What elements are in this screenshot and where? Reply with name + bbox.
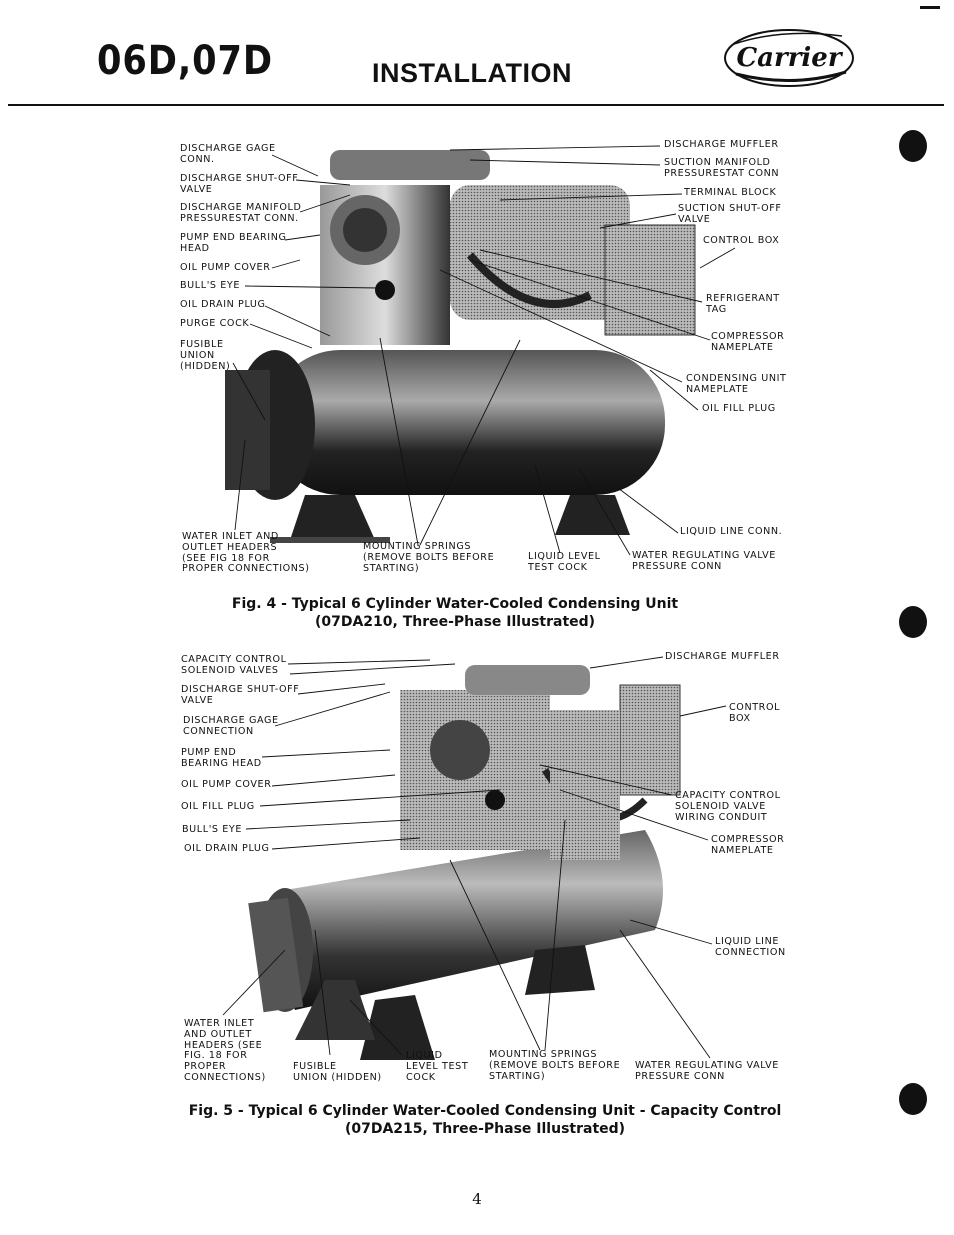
- margin-dot: [899, 1083, 927, 1115]
- fig4-label-compressor-nameplate: Compressor nameplate: [711, 331, 785, 353]
- fig4-label-discharge-muffler: Discharge muffler: [664, 139, 779, 150]
- fig4-label-mounting-springs: Mounting springs (remove bolts before st…: [363, 541, 495, 574]
- fig4-label-terminal-block: Terminal block: [684, 187, 777, 198]
- corner-mark: [920, 6, 940, 9]
- margin-dot: [899, 606, 927, 638]
- fig5-label-bulls-eye: Bull's eye: [182, 824, 243, 835]
- fig4-label-oil-pump-cover: Oil pump cover: [180, 262, 271, 273]
- fig4-label-fusible-union: Fusible union (hidden): [180, 339, 231, 372]
- figure5-photo: [175, 650, 805, 1090]
- fig5-label-water-headers: Water inlet and outlet headers (see fig.…: [184, 1018, 266, 1083]
- fig5-label-liquid-level-test-cock: Liquid level test cock: [406, 1050, 469, 1083]
- fig5-label-oil-drain-plug: Oil drain plug: [184, 843, 270, 854]
- fig5-label-capacity-control-solenoid-valves: Capacity control solenoid valves: [181, 654, 287, 676]
- fig4-label-suction-shutoff-valve: Suction shut-off valve: [678, 203, 782, 225]
- fig5-label-oil-pump-cover: Oil pump cover: [181, 779, 272, 790]
- fig5-label-compressor-nameplate: Compressor nameplate: [711, 834, 785, 856]
- fig5-label-mounting-springs: Mounting springs (remove bolts before st…: [489, 1049, 621, 1082]
- header-rule: [8, 104, 944, 106]
- fig4-label-purge-cock: Purge cock: [180, 318, 250, 329]
- figure4-photo: [170, 125, 810, 590]
- fig4-label-liquid-line-conn: Liquid line conn.: [680, 526, 783, 537]
- fig4-label-water-headers: Water inlet and outlet headers (see fig …: [182, 531, 310, 575]
- fig4-label-condensing-unit-nameplate: Condensing unit nameplate: [686, 373, 787, 395]
- logo-wordmark: Carrier: [736, 43, 843, 73]
- fig4-label-discharge-shutoff-valve: Discharge shut-off valve: [180, 173, 299, 195]
- fig5-label-oil-fill-plug: Oil fill plug: [181, 801, 255, 812]
- fig4-label-water-regulating-valve: Water regulating valve pressure conn: [632, 550, 776, 572]
- fig5-label-discharge-shutoff-valve: Discharge shut-off valve: [181, 684, 300, 706]
- fig4-label-discharge-manifold: Discharge manifold pressurestat conn.: [180, 202, 302, 224]
- page-number: 4: [472, 1190, 482, 1208]
- carrier-logo: Carrier: [724, 29, 854, 87]
- fig5-label-control-box: Control box: [729, 702, 781, 724]
- fig5-label-discharge-gage-connection: Discharge gage connection: [183, 715, 279, 737]
- fig4-label-liquid-level-test-cock: Liquid level test cock: [528, 551, 601, 573]
- fig4-label-control-box: Control box: [703, 235, 780, 246]
- fig5-label-water-regulating-valve: Water regulating valve pressure conn: [635, 1060, 779, 1082]
- fig4-label-bulls-eye: Bull's eye: [180, 280, 241, 291]
- margin-dot: [899, 130, 927, 162]
- fig4-label-refrigerant-tag: Refrigerant tag: [706, 293, 780, 315]
- fig4-label-oil-fill-plug: Oil fill plug: [702, 403, 776, 414]
- fig5-label-solenoid-wiring-conduit: Capacity control solenoid valve wiring c…: [675, 790, 781, 823]
- fig5-label-liquid-line-connection: Liquid line connection: [715, 936, 786, 958]
- fig4-label-discharge-gage-conn: Discharge gage conn.: [180, 143, 276, 165]
- figure5-caption: Fig. 5 - Typical 6 Cylinder Water-Cooled…: [188, 1103, 782, 1137]
- fig5-label-pump-end-bearing-head: Pump end bearing head: [181, 747, 262, 769]
- figure4-caption: Fig. 4 - Typical 6 Cylinder Water-Cooled…: [231, 596, 679, 630]
- section-title: INSTALLATION: [372, 58, 572, 88]
- fig4-label-suction-manifold: Suction manifold pressurestat conn: [664, 157, 780, 179]
- fig4-label-pump-end-bearing-head: Pump end bearing head: [180, 232, 287, 254]
- fig4-label-oil-drain-plug: Oil drain plug: [180, 299, 266, 310]
- fig5-label-discharge-muffler: Discharge muffler: [665, 651, 780, 662]
- model-number: 06D,07D: [97, 38, 273, 84]
- fig5-label-fusible-union: Fusible union (hidden): [293, 1061, 382, 1083]
